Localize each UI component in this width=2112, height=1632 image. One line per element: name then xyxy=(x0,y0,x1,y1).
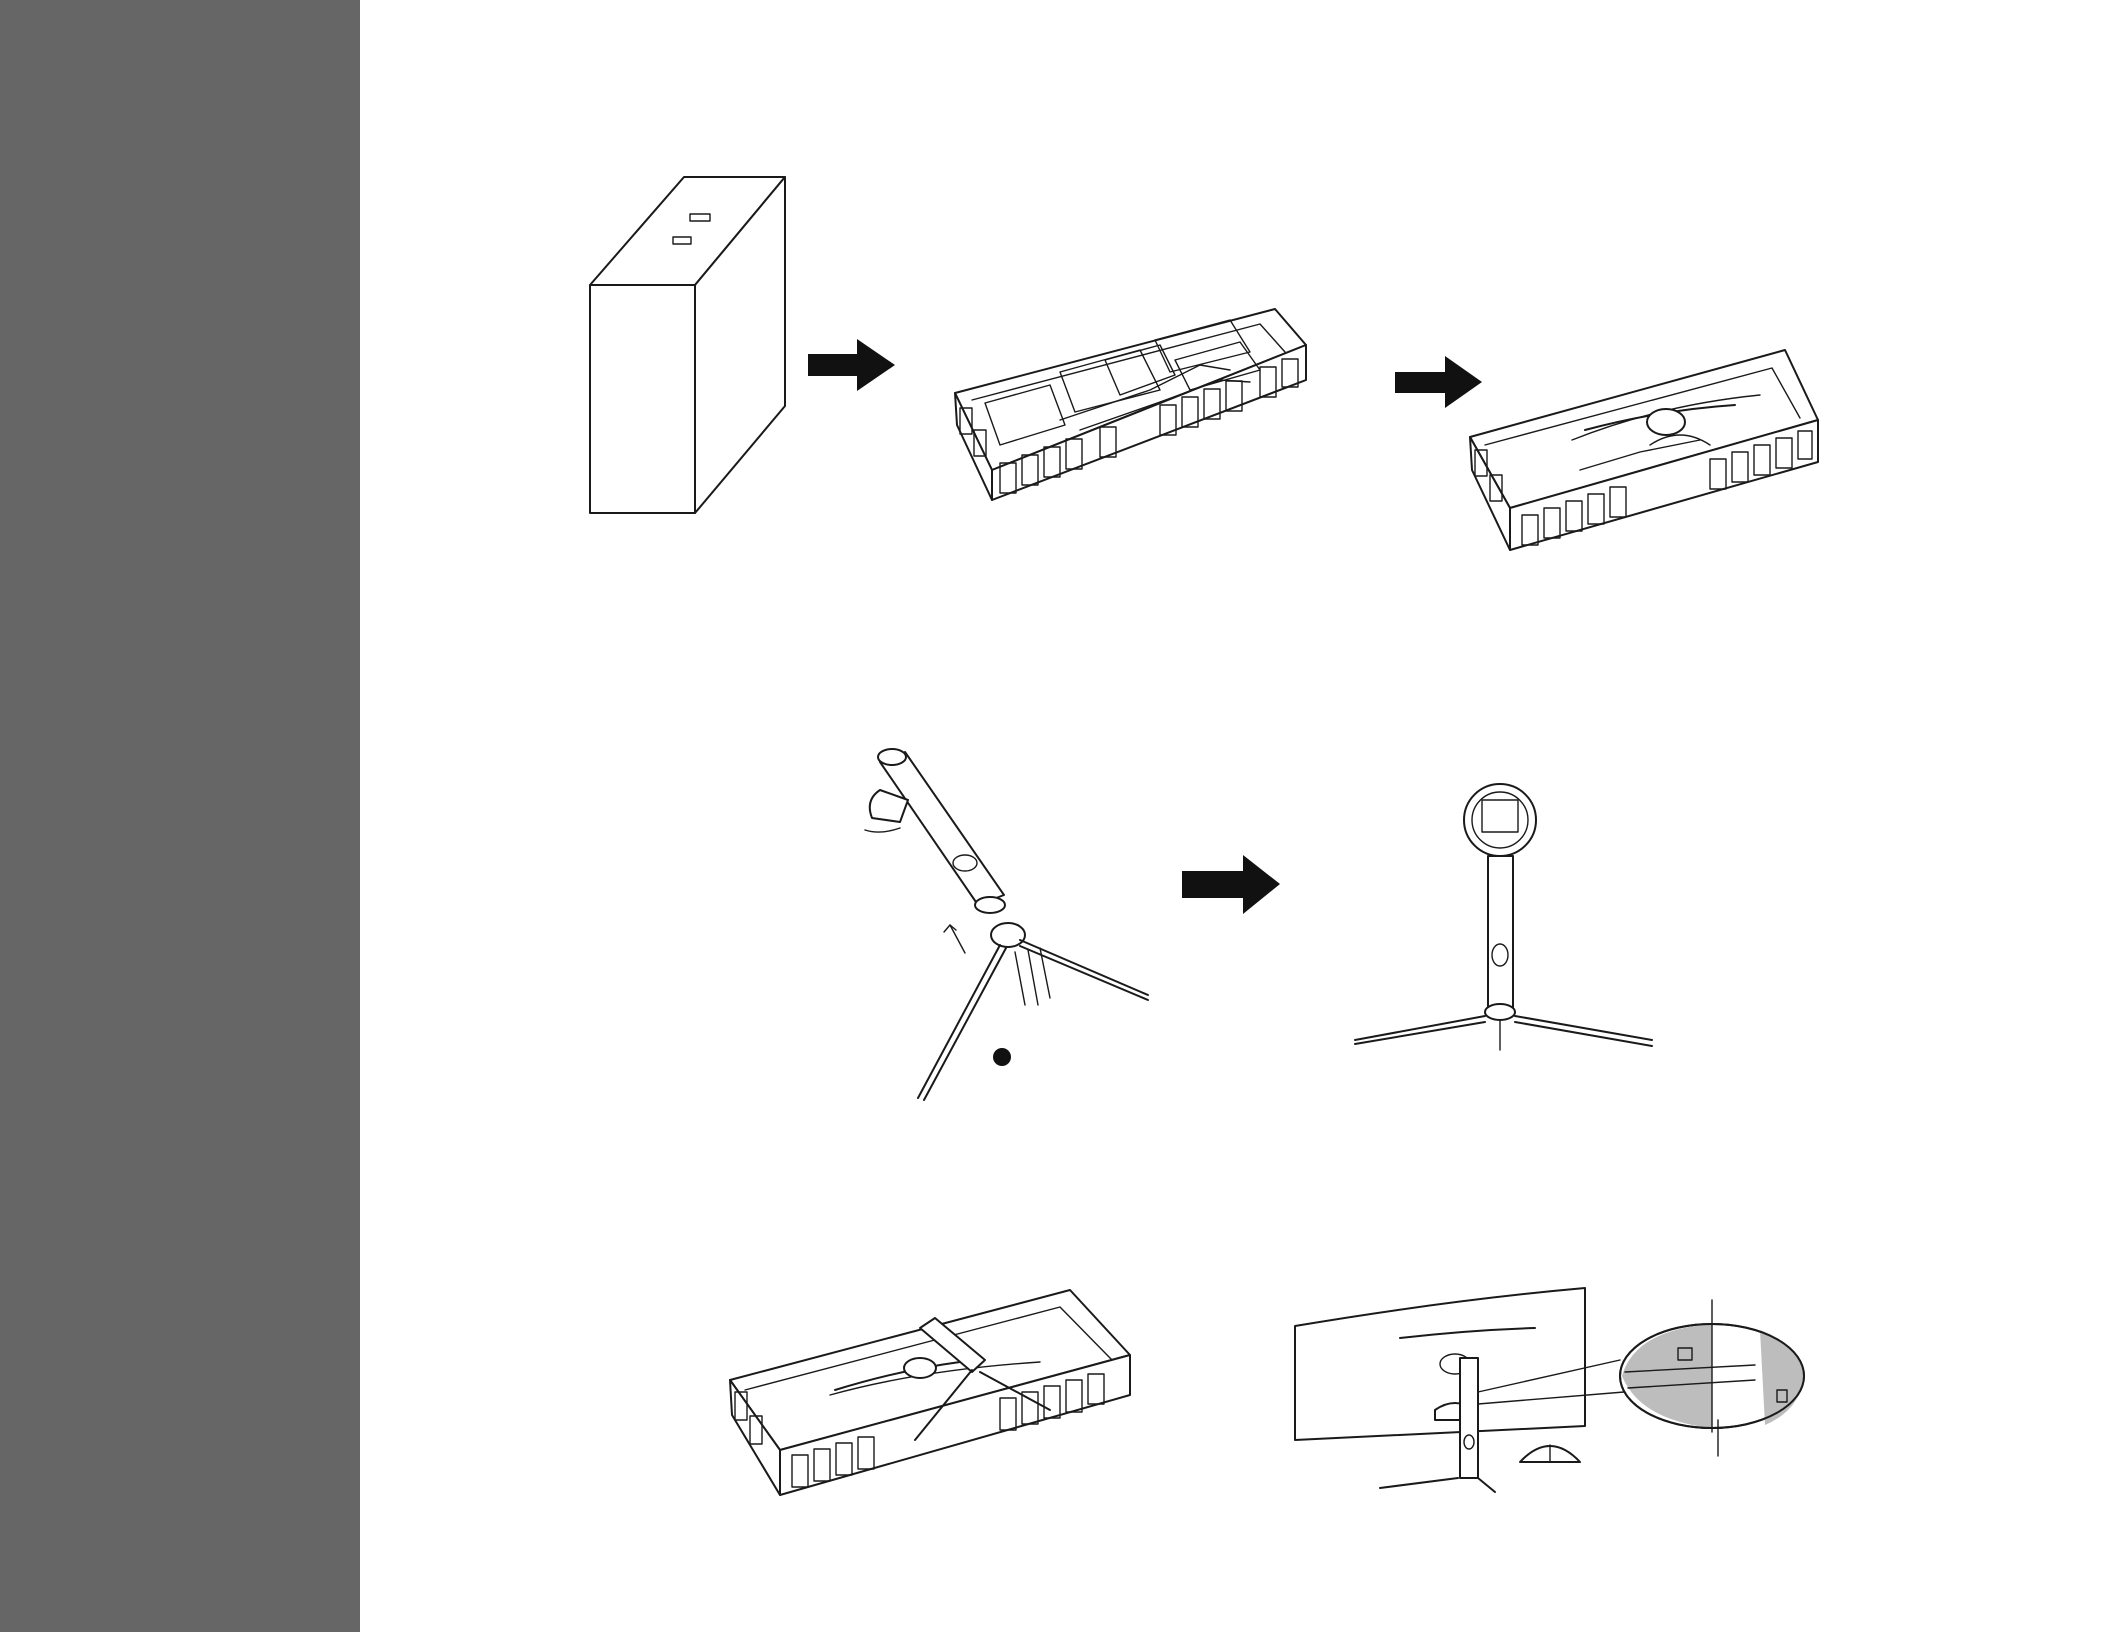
foam-tray-empty-icon xyxy=(955,309,1306,500)
monitor-upright-with-detail-icon xyxy=(1295,1288,1804,1492)
stand-assembly-icon xyxy=(865,749,1148,1100)
sidebar-band xyxy=(0,0,360,1632)
foam-tray-with-monitor-icon xyxy=(1470,350,1818,550)
packing-box-icon xyxy=(590,177,785,513)
right-arrow-icon xyxy=(1182,855,1280,914)
illustrations-area xyxy=(360,0,2112,1632)
right-arrow-icon xyxy=(808,339,895,391)
assembled-stand-icon xyxy=(1355,784,1652,1050)
stand-attach-to-monitor-icon xyxy=(730,1290,1130,1495)
right-arrow-icon xyxy=(1395,356,1482,408)
illustration-canvas xyxy=(360,0,2112,1632)
